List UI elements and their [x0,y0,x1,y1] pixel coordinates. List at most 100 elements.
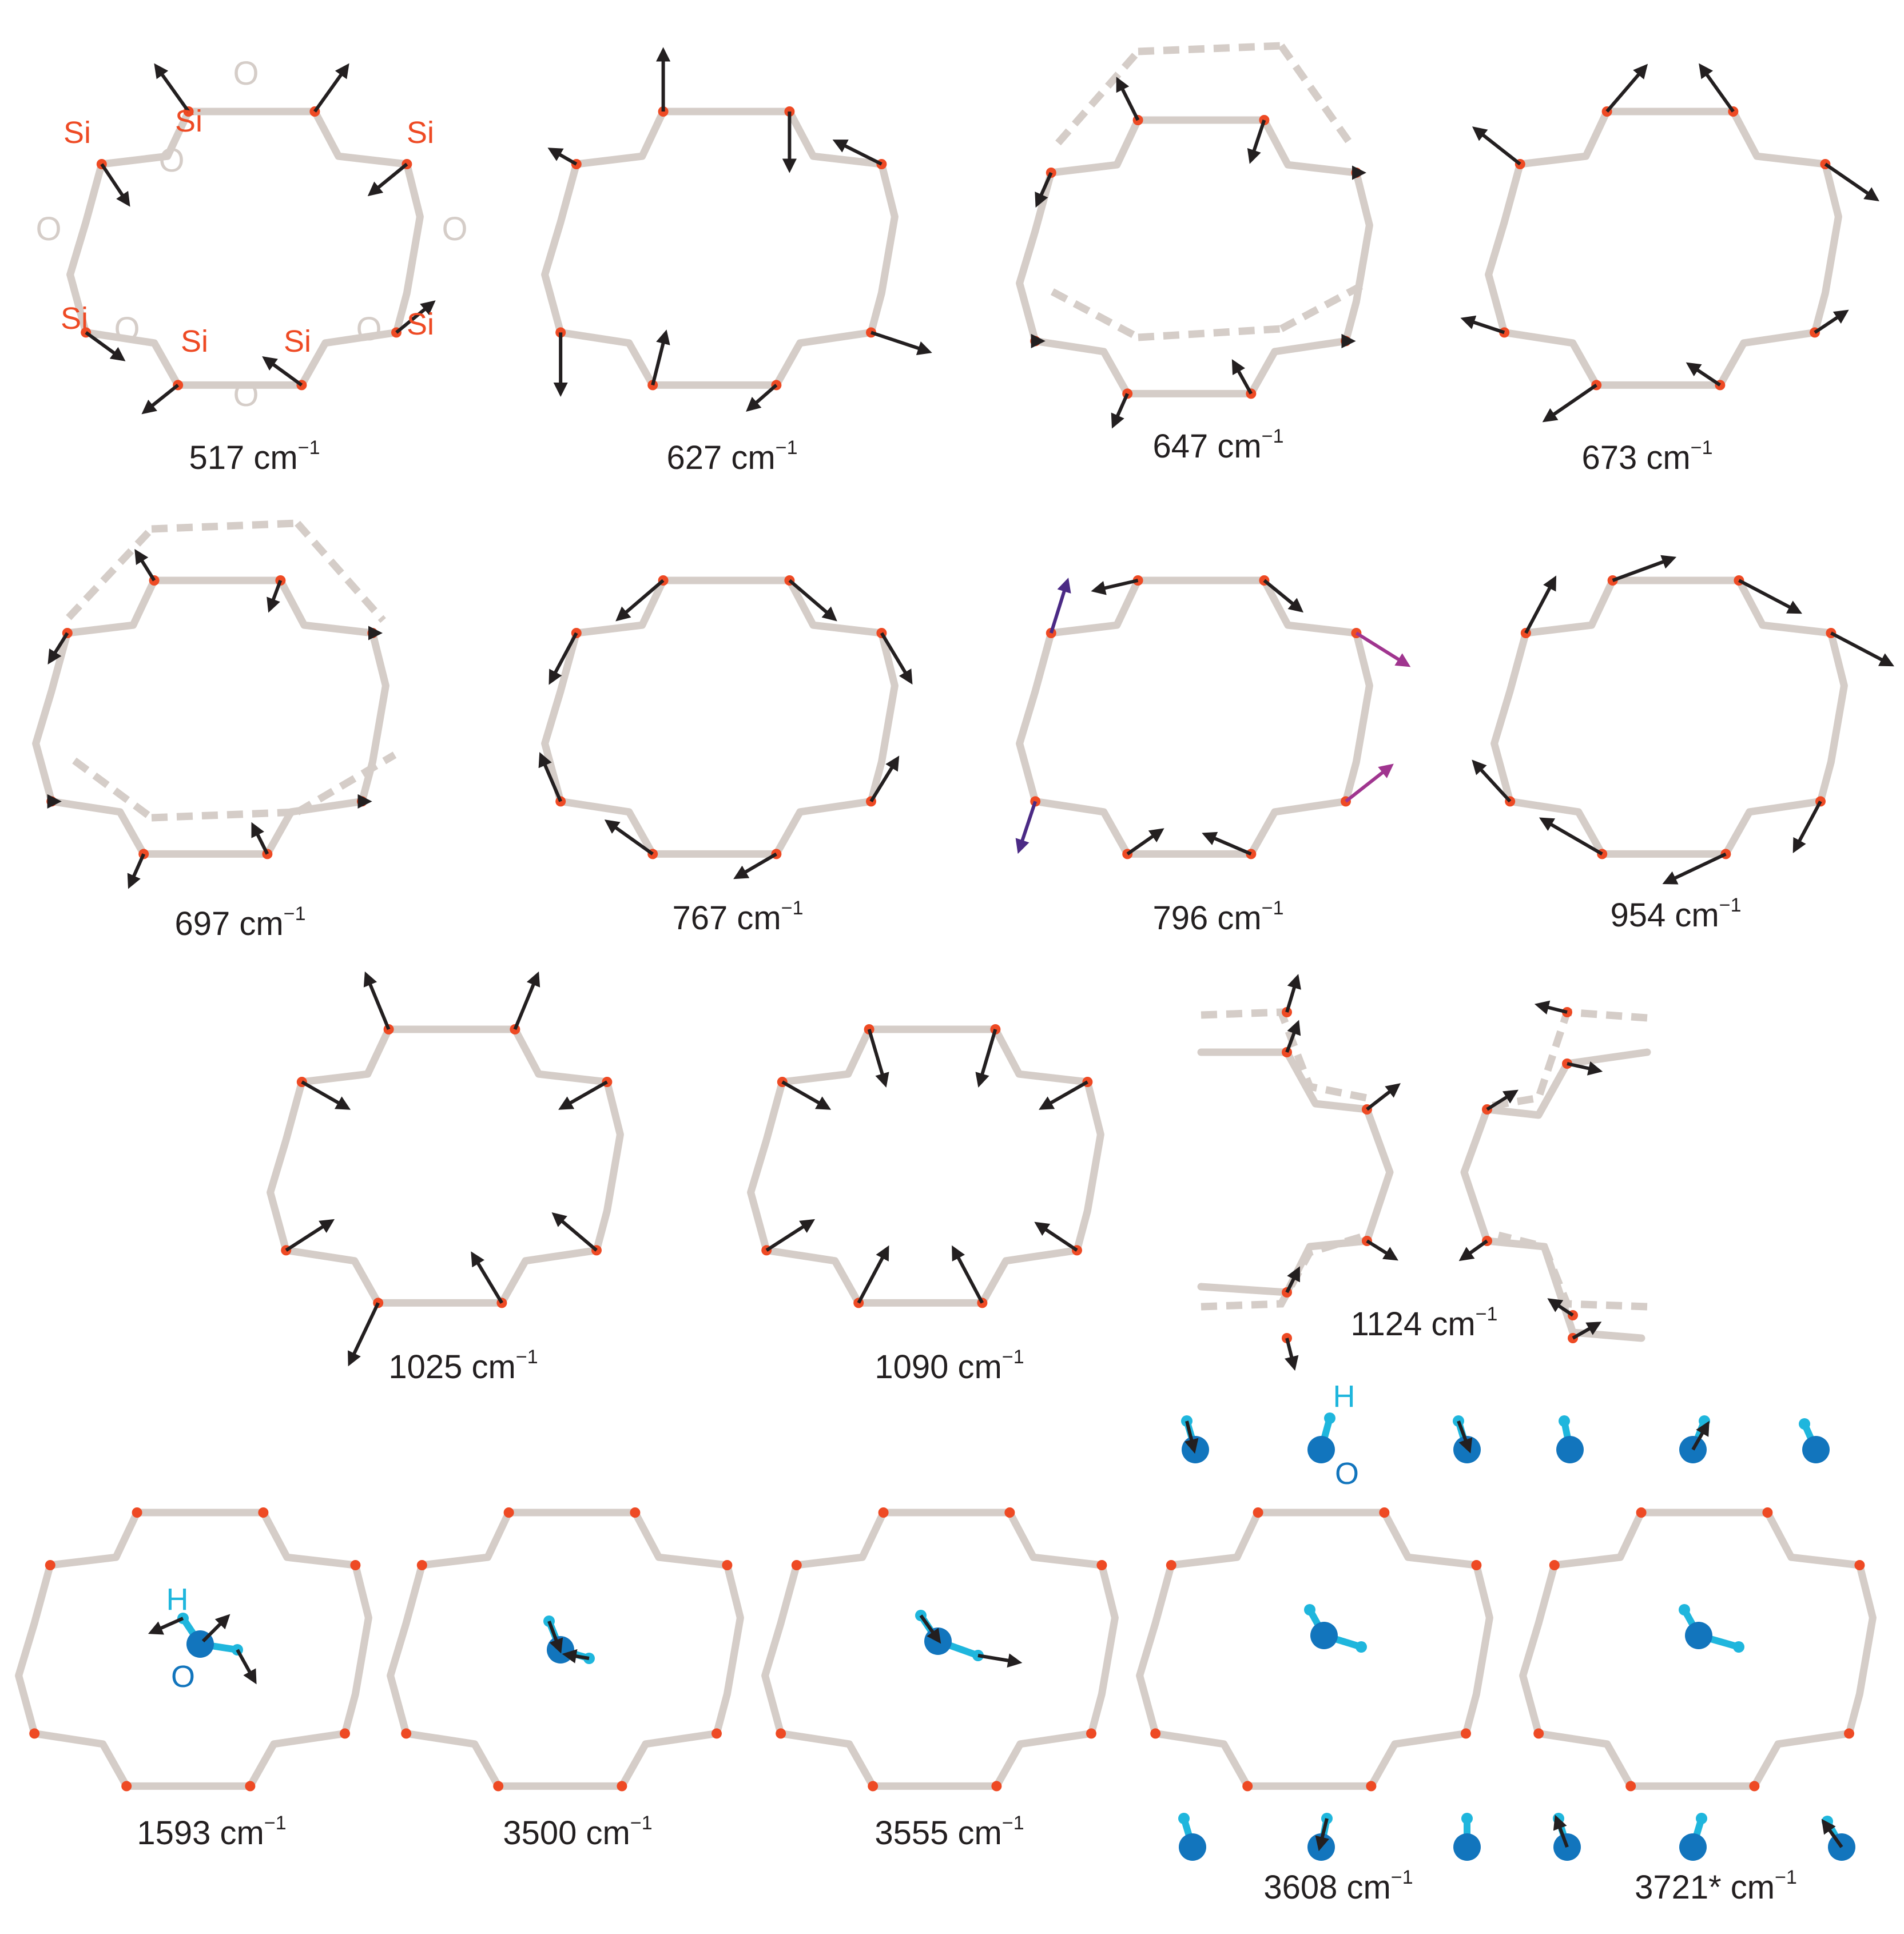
mode-1090-arrow [975,1029,997,1088]
mode-767-unit-exponent: −1 [781,897,804,919]
neighbor-water-top-hydrogen-atom [1559,1415,1570,1427]
neighbor-water-arrow [1315,1818,1330,1852]
mode-3555-si-atom [1086,1728,1096,1739]
mode-3555-si-atom [791,1560,802,1570]
neighbor-water-arrow [1821,1818,1843,1848]
mode-1025 [267,1024,624,1308]
mode-3555-si-atom [991,1781,1002,1792]
mode-3500-si-atom [401,1728,412,1739]
mode-697-arrow [251,822,269,855]
neighbor-water-bottom-oxygen-atom [1179,1833,1206,1861]
mode-3555-si-atom [868,1781,879,1792]
mode-3555-arrow [977,1653,1023,1668]
mode-3555-si-atom [1096,1560,1107,1570]
oxygen-label: O [114,311,140,348]
mode-3608-unit-exponent: −1 [1391,1867,1413,1888]
oxygen-label: O [233,376,259,413]
mode-3555-frequency-label: 3555 cm−1 [875,1812,1024,1852]
mode-673-framework [1485,108,1842,389]
silicon-label: Si [63,116,91,150]
mode-954-arrow [1792,800,1822,853]
mode-3608-water [1304,1604,1367,1653]
mode-1025-frequency-label: 1025 cm−1 [388,1346,538,1386]
neighbor-water-arrow [1184,1420,1199,1454]
neighbor-water-bottom [1679,1813,1707,1861]
mode-954-arrow [1472,759,1512,803]
mode-796-arrow [1202,831,1252,856]
mode-954-arrow [1830,631,1895,667]
mode-3721-si-atom [1549,1560,1560,1570]
hydrogen-label-top: H [1333,1379,1356,1414]
mode-767-arrow [548,632,578,685]
oxygen-label: O [35,210,61,248]
neighbor-water-top-hydrogen-atom [1699,1415,1710,1427]
mode-697-frequency-label: 697 cm−1 [175,903,306,942]
mode-697-si-atom [46,796,57,807]
mode-1090-arrow [1034,1221,1078,1252]
mode-1124-arrow [1284,1338,1299,1371]
mode-3608-frequency-label: 3608 cm−1 [1263,1867,1413,1906]
mode-517-arrow [262,356,303,387]
mode-3608-si-atom [1366,1781,1377,1792]
mode-1593-si-atom [121,1781,132,1792]
mode-517-arrow [141,384,180,415]
mode-1124-framework [1460,1048,1651,1342]
mode-1593-arrow [148,1617,184,1635]
mode-796-arrow [1091,579,1139,595]
mode-673-arrow [1699,63,1735,113]
mode-1090-unit-exponent: −1 [1002,1346,1024,1368]
mode-3608-si-atom [1461,1728,1471,1739]
mode-517-frequency-value: 517 cm [189,439,298,476]
mode-647 [1016,115,1373,399]
mode-627-unit-exponent: −1 [776,437,798,459]
mode-767-frequency-label: 767 cm−1 [673,897,804,937]
oxygen-label: O [442,210,467,248]
mode-954-arrow [1524,575,1557,634]
mode-647-arrow [1116,77,1140,121]
mode-1124-displaced-framework [1201,1008,1368,1102]
mode-3500-si-atom [493,1781,504,1792]
neighbor-water-bottom-hydrogen-atom [1178,1813,1190,1824]
mode-3721-si-atom [1533,1728,1544,1739]
mode-3500-arrow [562,1649,590,1664]
mode-796-unit-exponent: −1 [1262,897,1284,919]
mode-3500-si-atom [617,1781,627,1792]
mode-1124-arrow [1366,1239,1398,1261]
mode-1593-arrow [236,1649,257,1685]
mode-1593-arrow [201,1614,230,1643]
mode-697-displaced-framework [66,526,154,620]
mode-796-framework [1016,576,1373,858]
mode-647-arrow [1247,120,1266,164]
neighbor-water-bottom-hydrogen-atom [1696,1813,1707,1824]
mode-767-arrow [880,632,913,685]
mode-954-arrow [1738,579,1803,614]
mode-627-framework [541,108,899,389]
oxygen-label-water: O [171,1660,195,1694]
neighbor-water-bottom [1553,1813,1581,1861]
mode-1593-si-atom [258,1507,269,1518]
mode-1025-unit-exponent: −1 [516,1346,538,1368]
mode-673-arrow [1686,362,1722,387]
mode-3500-si-atom [711,1728,722,1739]
mode-3721-water-oxygen-atom [1685,1622,1712,1649]
mode-673-arrow [1542,383,1597,423]
mode-954-frequency-value: 954 cm [1611,897,1719,934]
mode-673-arrow [1814,309,1849,334]
mode-3721-si-atom [1854,1560,1865,1570]
mode-1090-frequency-label: 1090 cm−1 [875,1346,1024,1386]
mode-517-arrow [395,300,436,334]
mode-1124-unit-exponent: −1 [1476,1303,1498,1325]
mode-647-displaced-framework [1055,49,1141,146]
mode-697-arrow [267,579,283,613]
mode-767 [541,575,899,859]
mode-697-displaced-framework [295,520,386,623]
mode-1025-arrow [558,1080,608,1110]
neighbor-water-bottom [1453,1813,1481,1861]
mode-673-frequency-value: 673 cm [1582,439,1691,476]
mode-3500-frequency-label: 3500 cm−1 [503,1812,652,1852]
neighbor-water-top [1679,1415,1710,1463]
mode-3608-si-atom [1150,1728,1161,1739]
mode-517-arrow [367,162,408,197]
silicon-label: Si [181,324,208,359]
mode-796-arrow [1126,828,1164,855]
